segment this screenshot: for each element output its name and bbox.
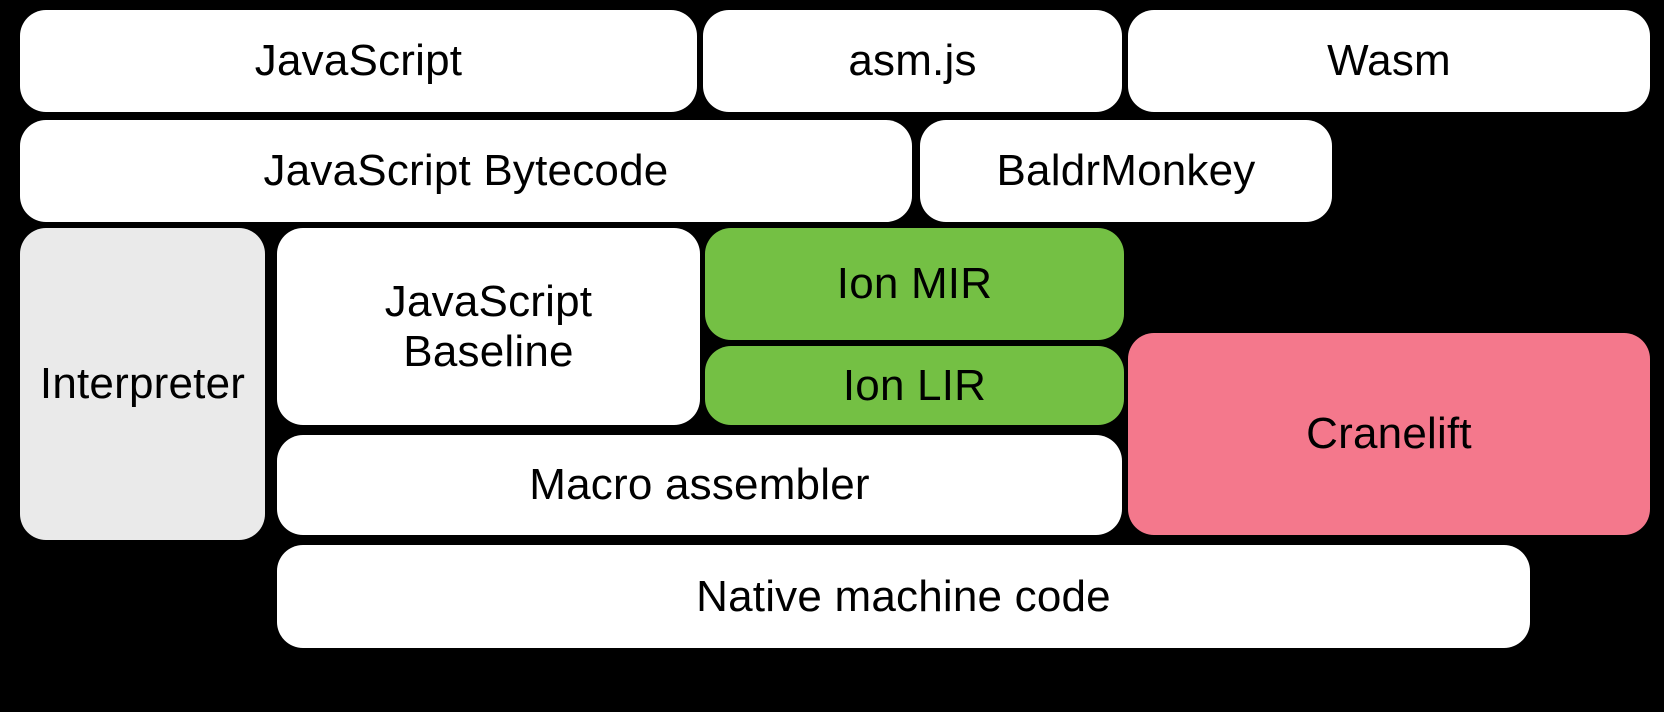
node-interpreter: Interpreter: [20, 228, 265, 540]
node-javascript: JavaScript: [20, 10, 697, 112]
node-wasm: Wasm: [1128, 10, 1650, 112]
node-ion-lir: Ion LIR: [705, 346, 1124, 425]
node-cranelift: Cranelift: [1128, 333, 1650, 535]
node-native-machine-code: Native machine code: [277, 545, 1530, 648]
node-ion-mir: Ion MIR: [705, 228, 1124, 340]
node-macro-assembler: Macro assembler: [277, 435, 1122, 535]
node-asmjs: asm.js: [703, 10, 1122, 112]
node-javascript-bytecode: JavaScript Bytecode: [20, 120, 912, 222]
node-baldrmonkey: BaldrMonkey: [920, 120, 1332, 222]
node-javascript-baseline: JavaScript Baseline: [277, 228, 700, 425]
